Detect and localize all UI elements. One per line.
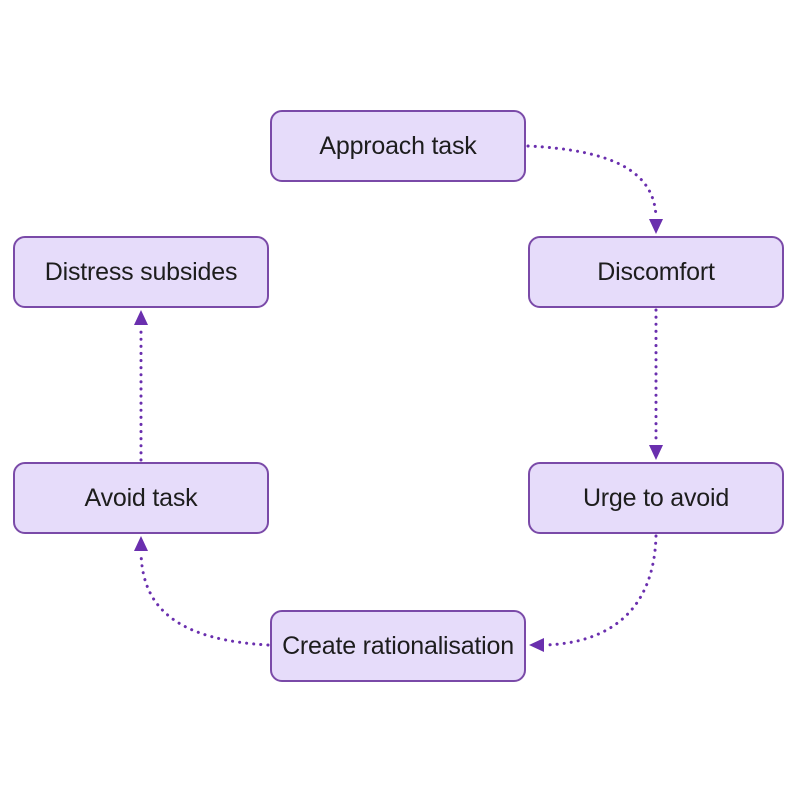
node-urge-to-avoid: Urge to avoid xyxy=(528,462,784,534)
node-avoid-task-label: Avoid task xyxy=(84,483,198,512)
node-distress-subsides-label: Distress subsides xyxy=(44,257,238,286)
node-urge-to-avoid-label: Urge to avoid xyxy=(582,483,730,512)
node-distress-subsides: Distress subsides xyxy=(13,236,269,308)
edge-create-to-avoid xyxy=(139,550,270,647)
node-create-rationalisation: Create rationalisation xyxy=(270,610,526,682)
arrowhead-create xyxy=(529,638,544,652)
arrowhead-discomfort xyxy=(649,219,663,234)
node-discomfort: Discomfort xyxy=(528,236,784,308)
arrowhead-distress xyxy=(134,310,148,325)
node-avoid-task: Avoid task xyxy=(13,462,269,534)
edge-approach-to-discomfort xyxy=(526,144,658,220)
edge-urge-to-create xyxy=(543,534,658,647)
node-approach-task: Approach task xyxy=(270,110,526,182)
node-create-rationalisation-label: Create rationalisation xyxy=(282,631,514,660)
arrowhead-avoid xyxy=(134,536,148,551)
arrowhead-urge xyxy=(649,445,663,460)
node-discomfort-label: Discomfort xyxy=(597,257,715,286)
node-approach-task-label: Approach task xyxy=(319,131,477,160)
